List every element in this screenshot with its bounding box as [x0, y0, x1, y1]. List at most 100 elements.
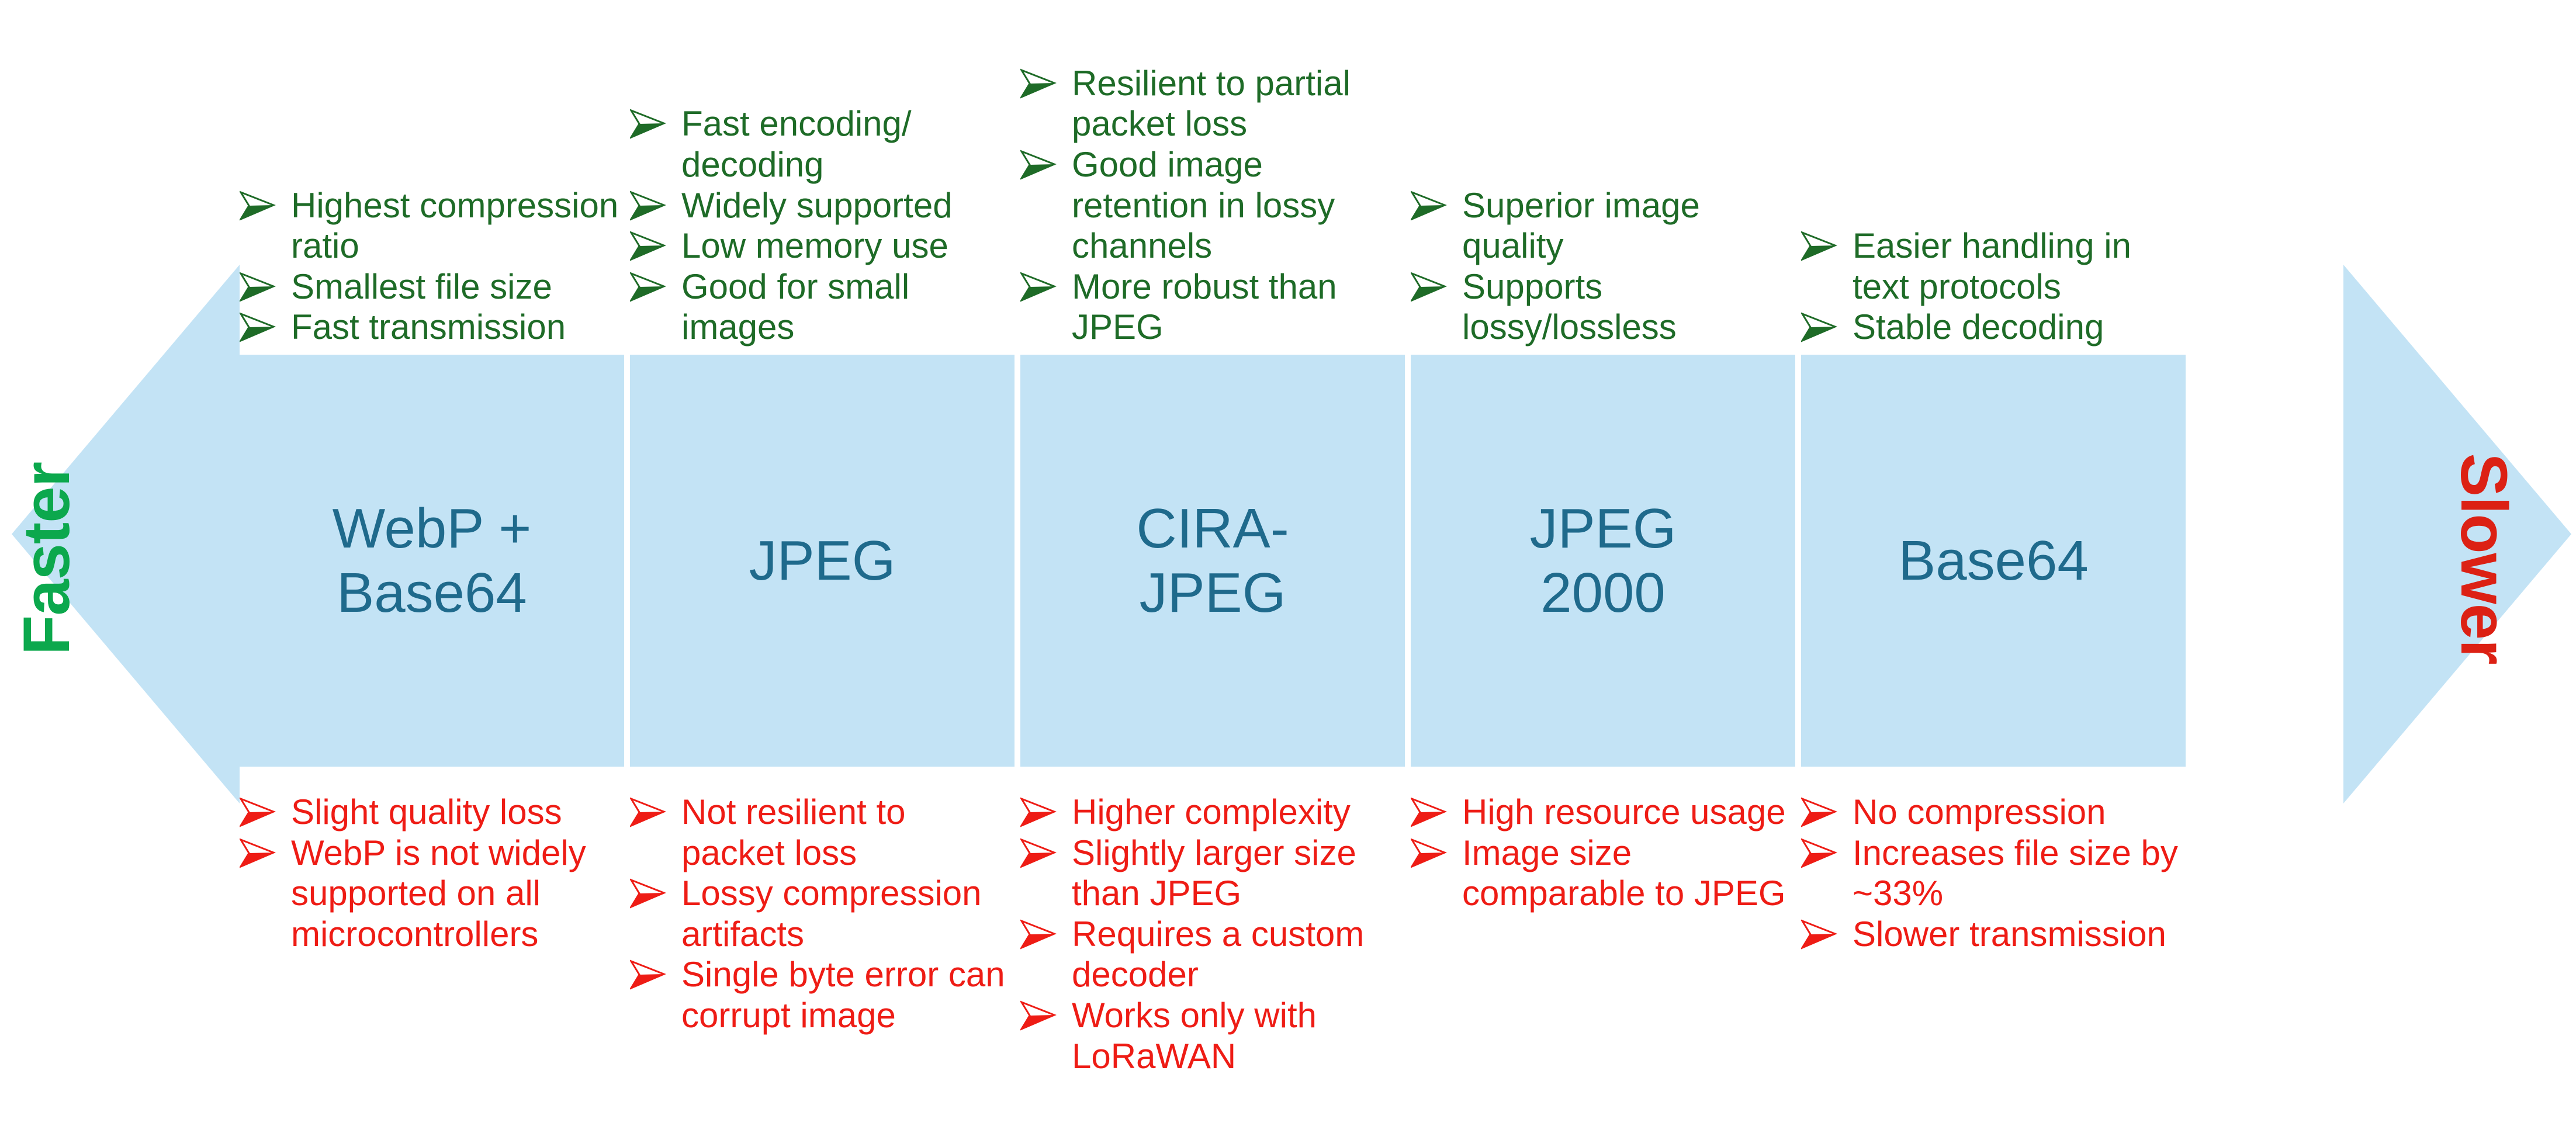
pro-item: More robust than JPEG [1020, 266, 1405, 348]
format-title: Base64 [1898, 529, 2089, 592]
chevron-arrow-bullet-icon [1411, 833, 1454, 869]
pro-item-label: Easier handling in text protocols [1853, 226, 2131, 306]
con-item-label: Increases file size by ~33% [1853, 833, 2178, 913]
con-item: Increases file size by ~33% [1801, 833, 2186, 914]
con-item-label: Not resilient to packet loss [681, 792, 906, 872]
chevron-arrow-bullet-icon [630, 226, 673, 262]
con-item-label: Slightly larger size than JPEG [1072, 833, 1356, 913]
pro-item: Highest compression ratio [240, 185, 624, 266]
chevron-arrow-bullet-icon [630, 954, 673, 990]
con-item: Slight quality loss [240, 792, 624, 833]
pro-item: Resilient to partial packet loss [1020, 63, 1405, 144]
format-box-base64[interactable]: Base64 [1801, 355, 2186, 767]
chevron-arrow-bullet-icon [1020, 144, 1064, 181]
con-item: WebP is not widely supported on all micr… [240, 833, 624, 955]
con-item-label: High resource usage [1462, 792, 1786, 831]
pro-item: Supports lossy/lossless [1411, 266, 1795, 348]
chevron-arrow-bullet-icon [1020, 995, 1064, 1031]
chevron-arrow-bullet-icon [1801, 914, 1844, 950]
chevron-arrow-bullet-icon [1801, 792, 1844, 828]
con-item: Requires a custom decoder [1020, 914, 1405, 995]
con-item: Slightly larger size than JPEG [1020, 833, 1405, 914]
pro-item: Easier handling in text protocols [1801, 226, 2186, 307]
con-item: Not resilient to packet loss [630, 792, 1015, 873]
pro-item-label: Good image retention in lossy channels [1072, 145, 1335, 266]
chevron-arrow-bullet-icon [240, 266, 283, 303]
pro-item: Stable decoding [1801, 307, 2186, 348]
con-item-label: No compression [1853, 792, 2106, 831]
con-item-label: Slower transmission [1853, 914, 2166, 954]
chevron-arrow-bullet-icon [1411, 792, 1454, 828]
pro-item-label: Fast encoding/ decoding [681, 104, 912, 185]
pro-item: Low memory use [630, 226, 1015, 266]
con-item: Single byte error can corrupt image [630, 954, 1015, 1035]
pro-item-label: Widely supported [681, 185, 953, 225]
slower-axis-label: Slower [2447, 453, 2520, 664]
pro-item-label: Stable decoding [1853, 307, 2104, 347]
chevron-arrow-bullet-icon [240, 792, 283, 828]
con-item: Lossy compression artifacts [630, 873, 1015, 954]
pro-item: Good for small images [630, 266, 1015, 348]
chevron-arrow-bullet-icon [1020, 792, 1064, 828]
pro-item-label: Fast transmission [291, 307, 566, 347]
con-item-label: Lossy compression artifacts [681, 874, 982, 954]
pro-item: Fast transmission [240, 307, 624, 348]
con-item-label: Works only with LoRaWAN [1072, 995, 1317, 1076]
pro-item: Smallest file size [240, 266, 624, 307]
pro-item: Fast encoding/ decoding [630, 103, 1015, 185]
chevron-arrow-bullet-icon [630, 266, 673, 303]
pro-item-label: Highest compression ratio [291, 185, 619, 266]
chevron-arrow-bullet-icon [1020, 914, 1064, 950]
chevron-arrow-bullet-icon [1411, 185, 1454, 221]
chevron-arrow-bullet-icon [630, 103, 673, 140]
con-item-label: Image size comparable to JPEG [1462, 833, 1786, 913]
format-box-jpeg[interactable]: JPEG [630, 355, 1015, 767]
format-box-cira-jpeg[interactable]: CIRA- JPEG [1020, 355, 1405, 767]
chevron-arrow-bullet-icon [630, 873, 673, 909]
con-item-label: Requires a custom decoder [1072, 914, 1365, 995]
chevron-arrow-bullet-icon [1020, 833, 1064, 869]
pro-item: Superior image quality [1411, 185, 1795, 266]
format-title: JPEG [749, 529, 896, 592]
con-item: Higher complexity [1020, 792, 1405, 833]
con-item: Slower transmission [1801, 914, 2186, 955]
pro-item-label: Supports lossy/lossless [1462, 266, 1677, 347]
format-title: JPEG 2000 [1529, 497, 1677, 624]
con-item: Works only with LoRaWAN [1020, 995, 1405, 1076]
pro-item-label: Smallest file size [291, 266, 552, 306]
format-box-webp-base64[interactable]: WebP + Base64 [240, 355, 624, 767]
con-item: High resource usage [1411, 792, 1795, 833]
pro-item-label: Good for small images [681, 266, 910, 347]
con-item: No compression [1801, 792, 2186, 833]
chevron-arrow-bullet-icon [1801, 833, 1844, 869]
con-item-label: Slight quality loss [291, 792, 562, 831]
chevron-arrow-bullet-icon [1020, 63, 1064, 99]
chevron-arrow-bullet-icon [240, 833, 283, 869]
con-item-label: Higher complexity [1072, 792, 1351, 831]
pro-item: Widely supported [630, 185, 1015, 226]
con-item: Image size comparable to JPEG [1411, 833, 1795, 914]
con-item-label: Single byte error can corrupt image [681, 955, 1005, 1035]
chevron-arrow-bullet-icon [1801, 307, 1844, 343]
pro-item-label: Resilient to partial packet loss [1072, 63, 1351, 144]
faster-axis-label: Faster [10, 462, 83, 656]
chevron-arrow-bullet-icon [240, 185, 283, 221]
chevron-arrow-bullet-icon [240, 307, 283, 343]
pro-item-label: More robust than JPEG [1072, 266, 1337, 347]
con-item-label: WebP is not widely supported on all micr… [291, 833, 586, 954]
chevron-arrow-bullet-icon [1801, 226, 1844, 262]
chevron-arrow-bullet-icon [630, 792, 673, 828]
pro-item-label: Superior image quality [1462, 185, 1700, 266]
format-title: WebP + Base64 [332, 497, 532, 624]
chevron-arrow-bullet-icon [630, 185, 673, 221]
format-box-jpeg-2000[interactable]: JPEG 2000 [1411, 355, 1795, 767]
